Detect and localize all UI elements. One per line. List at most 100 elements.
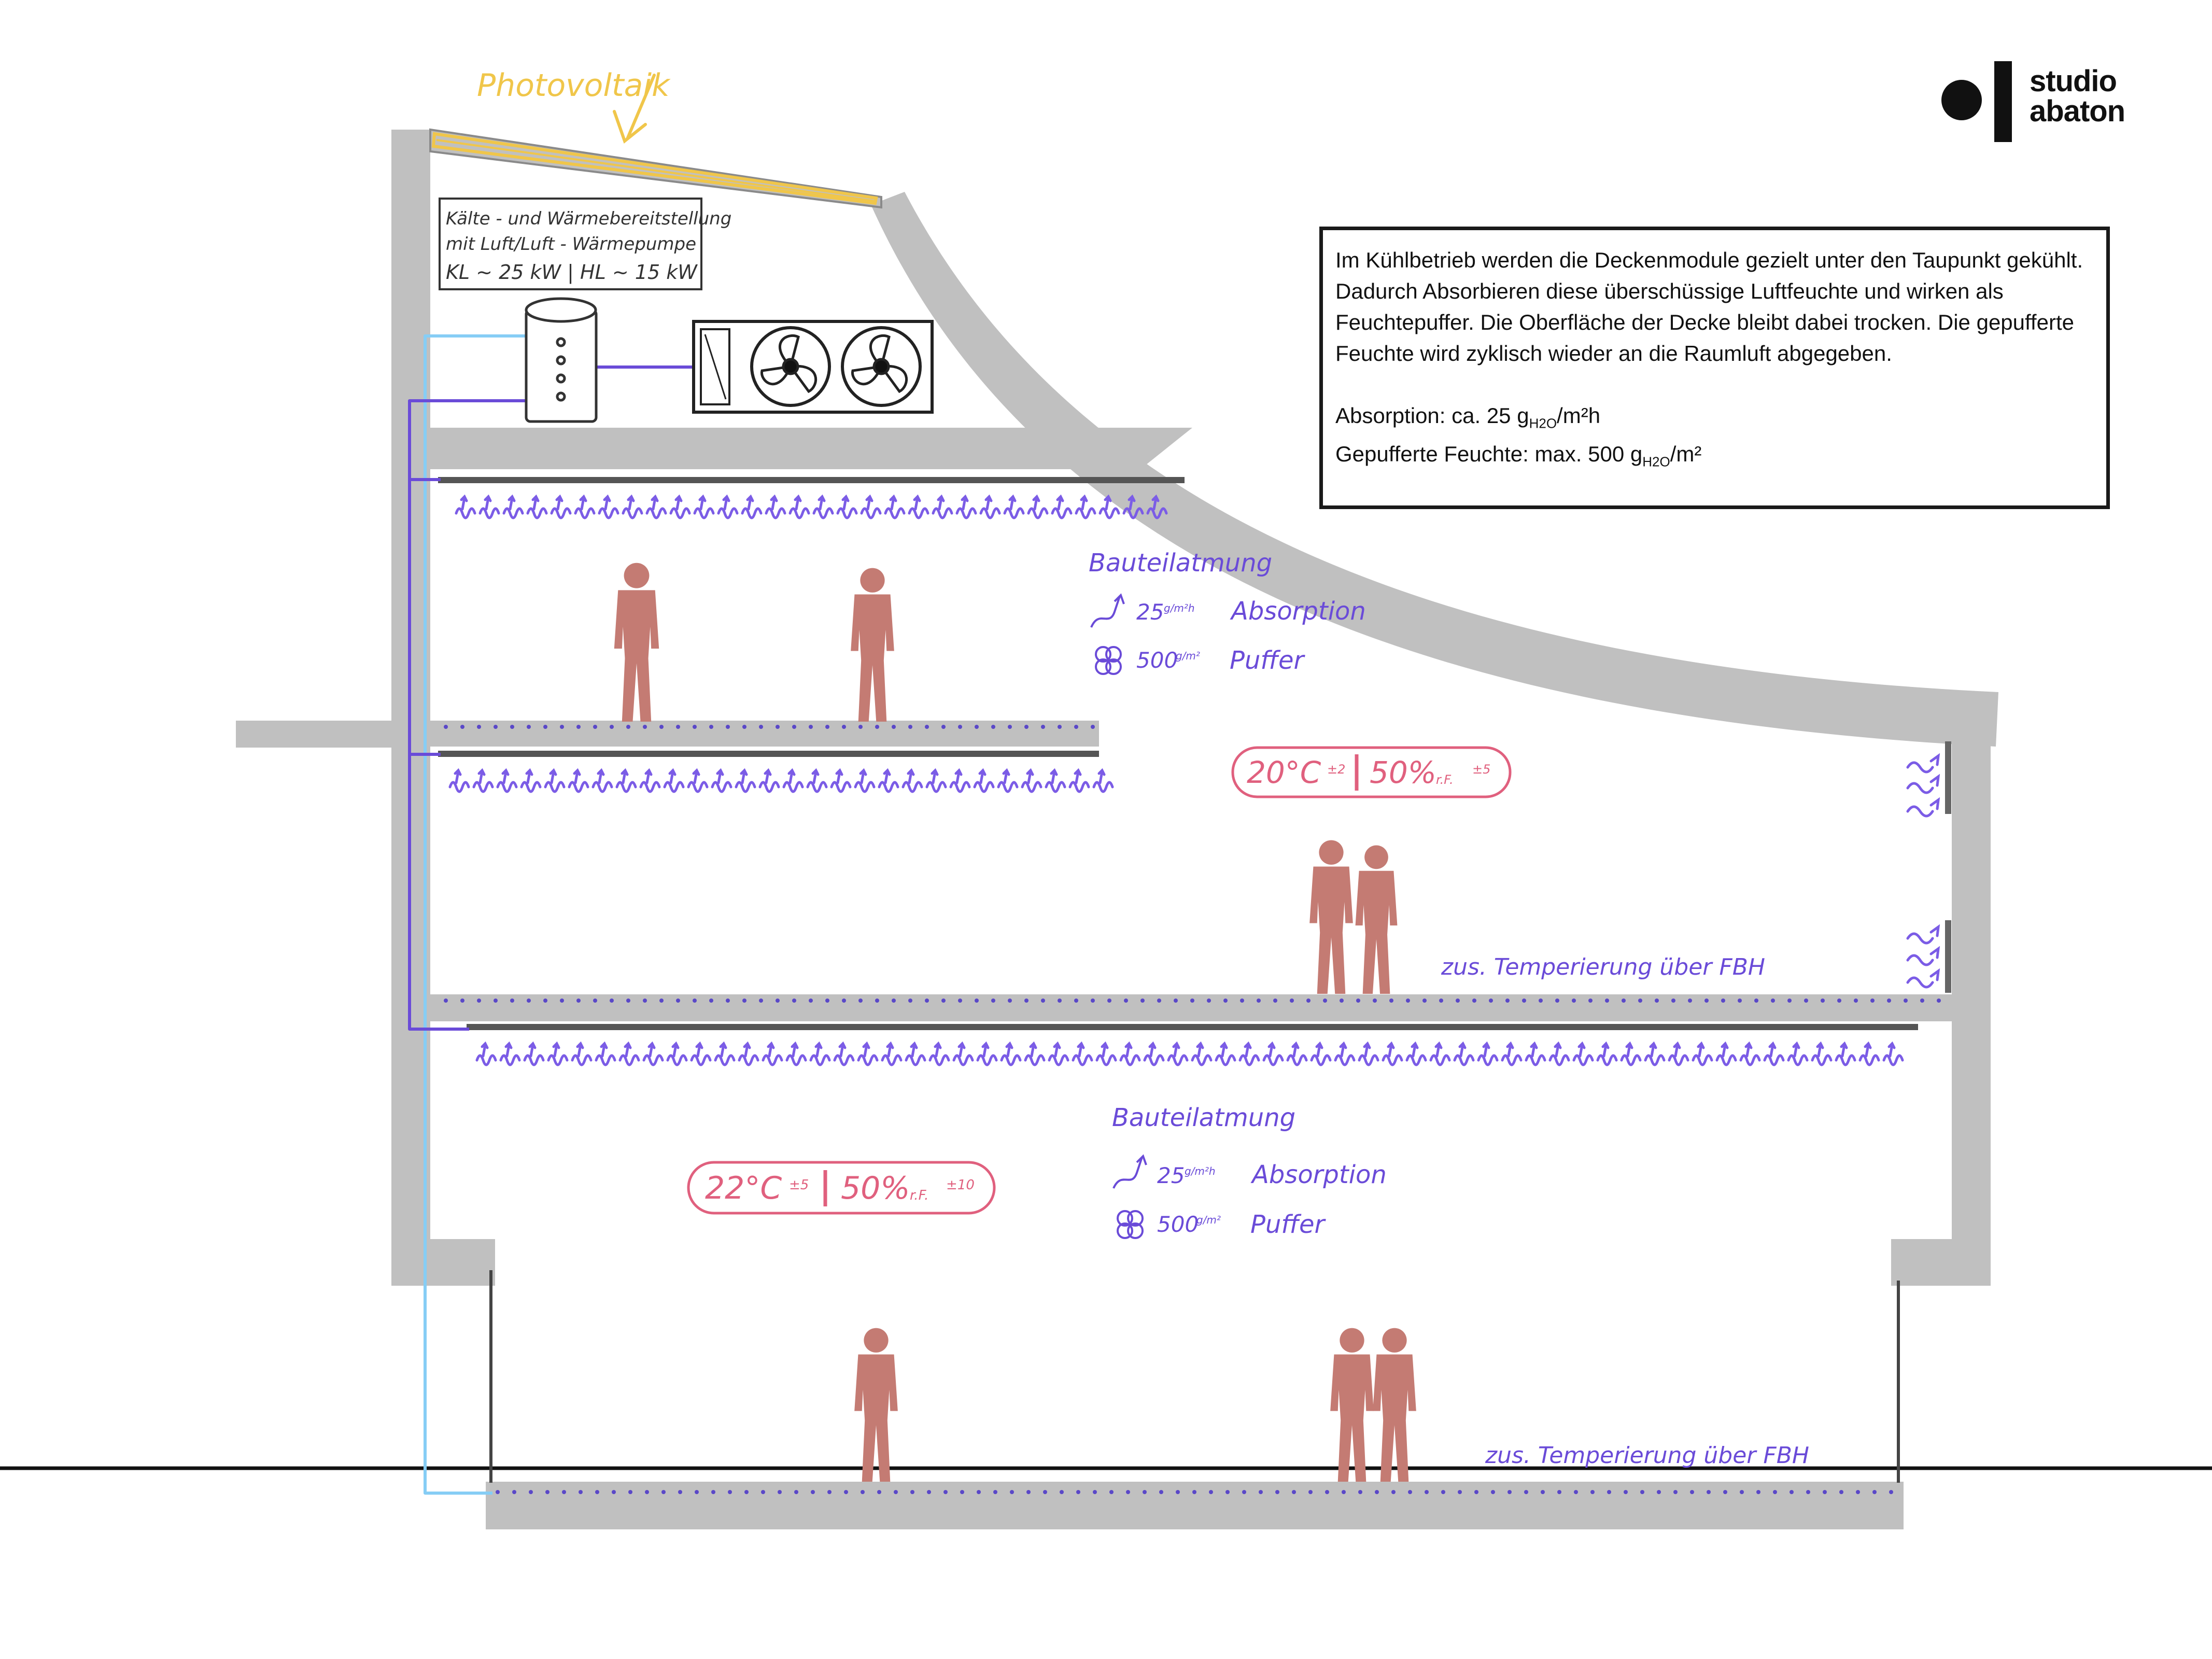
- floor-heating-dot: [778, 1490, 782, 1494]
- floor-heating-dot: [560, 999, 564, 1003]
- floor-heating-dot: [512, 1490, 516, 1494]
- humidity-mark: [833, 1041, 855, 1066]
- humidity-mark: [1763, 1041, 1785, 1066]
- floor-heating-dot: [1391, 1490, 1396, 1494]
- humidity-mark: [1453, 1041, 1475, 1066]
- floor-heating-dot: [695, 1490, 699, 1494]
- humidity-mark: [1045, 768, 1066, 793]
- humidity-mark: [574, 494, 596, 519]
- humidity-mark: [496, 768, 518, 793]
- humidity-mark: [1003, 494, 1025, 519]
- floor-heating-dot: [576, 999, 581, 1003]
- upper-climate-badge: 20°C ±2 50% r.F. ±5: [1231, 746, 1512, 798]
- humidity-mark: [591, 768, 613, 793]
- humidity-mark: [472, 768, 494, 793]
- floor-heating-dot: [1109, 1490, 1114, 1494]
- storage-tank: [525, 297, 598, 423]
- humidity-mark: [1310, 1041, 1332, 1066]
- humidity-absorption-marks: [448, 494, 1904, 1066]
- humidity-mark: [908, 494, 929, 519]
- upper-climate-temp: 20°C: [1247, 755, 1321, 790]
- middle-floor-slab: [430, 994, 1952, 1021]
- humidity-mark: [782, 768, 804, 793]
- humidity-mark: [854, 768, 876, 793]
- floor-heating-dot: [1505, 999, 1510, 1003]
- humidity-mark: [448, 768, 470, 793]
- floor-heating-dot: [1557, 1490, 1561, 1494]
- fan-blades-icon: [760, 334, 908, 393]
- humidity-mark: [693, 494, 715, 519]
- floor-heating-dot: [925, 999, 929, 1003]
- lower-climate-temp: 22°C: [705, 1170, 782, 1206]
- upper-buffer-value: 500: [1136, 648, 1178, 673]
- floor-heating-dot: [543, 725, 547, 729]
- floor-heating-dot: [709, 999, 713, 1003]
- floor-heating-dot: [776, 725, 780, 729]
- floor-heating-dot: [496, 1490, 500, 1494]
- floor-heating-dot: [1207, 999, 1211, 1003]
- floor-heating-dot: [1157, 999, 1161, 1003]
- humidity-mark: [1286, 1041, 1308, 1066]
- humidity-mark: [645, 494, 667, 519]
- floor-heating-dot: [1588, 999, 1593, 1003]
- humidity-mark: [788, 494, 810, 519]
- floor-heating-dot: [444, 725, 448, 729]
- floor-heating-dot: [676, 725, 680, 729]
- humidity-mark: [1501, 1041, 1523, 1066]
- floor-heating-dot: [827, 1490, 832, 1494]
- floor-heating-dot: [726, 725, 730, 729]
- floor-heating-dot: [1242, 1490, 1246, 1494]
- floor-heating-dot: [444, 999, 448, 1003]
- heatpump-label-line2: mit Luft/Luft - Wärmepumpe: [446, 234, 696, 255]
- floor-heating-dot: [1159, 1490, 1163, 1494]
- floor-heating-dot: [1787, 999, 1792, 1003]
- floor-heating-dot: [1555, 999, 1559, 1003]
- floor-heating-dot: [1920, 999, 1924, 1003]
- floor-heating-dot: [626, 999, 630, 1003]
- info-absorption: Absorption: ca. 25 gH2O/m²h: [1335, 403, 1601, 431]
- floor-heating-dot: [711, 1490, 715, 1494]
- floor-heating-dot: [1738, 999, 1742, 1003]
- humidity-mark: [1858, 1041, 1880, 1066]
- floor-heating-dot: [1010, 1490, 1014, 1494]
- info-buffer: Gepufferte Feuchte: max. 500 gH2O/m²: [1335, 442, 1702, 470]
- humidity-mark: [639, 768, 661, 793]
- floor-heating-dot: [1389, 999, 1393, 1003]
- floor-heating-dot: [1458, 1490, 1462, 1494]
- floor-heating-dot: [1041, 725, 1045, 729]
- floor-heating-dot: [1325, 1490, 1329, 1494]
- floor-heating-dot: [742, 725, 746, 729]
- lower-annotation: Bauteilatmung 25 g/m²h Absorption 500 g/…: [1112, 1103, 1387, 1239]
- humidity-mark: [663, 768, 685, 793]
- people-silhouettes: [614, 563, 1416, 1482]
- floor-heating-dot: [529, 1490, 533, 1494]
- humidity-mark: [598, 494, 619, 519]
- humidity-mark: [478, 494, 500, 519]
- floor-heating-dot: [794, 1490, 798, 1494]
- humidity-mark: [932, 494, 953, 519]
- humidity-mark: [884, 494, 906, 519]
- floor-heating-dot: [659, 725, 664, 729]
- humidity-mark: [571, 1041, 593, 1066]
- floor-heating-dot: [1240, 999, 1244, 1003]
- humidity-mark: [1024, 1041, 1046, 1066]
- humidity-mark: [1429, 1041, 1451, 1066]
- humidity-mark: [622, 494, 643, 519]
- floor-heating-dot: [977, 1490, 981, 1494]
- humidity-mark: [1098, 494, 1120, 519]
- floor-heating-dot: [1190, 999, 1194, 1003]
- floor-heating-dot: [975, 999, 979, 1003]
- floor-heating-dot: [1422, 999, 1427, 1003]
- humidity-mark: [475, 1041, 497, 1066]
- floor-heating-dot: [1590, 1490, 1595, 1494]
- floor-heating-dot: [494, 725, 498, 729]
- humidity-mark: [1525, 1041, 1546, 1066]
- floor-heating-dot: [975, 725, 979, 729]
- floor-heating-dot: [1024, 999, 1028, 1003]
- floor-heating-dot: [1375, 1490, 1379, 1494]
- humidity-mark: [595, 1041, 616, 1066]
- floor-heating-dot: [527, 999, 531, 1003]
- floor-heating-dot: [842, 725, 846, 729]
- ground-floor-slab: [486, 1482, 1904, 1529]
- humidity-mark: [615, 768, 637, 793]
